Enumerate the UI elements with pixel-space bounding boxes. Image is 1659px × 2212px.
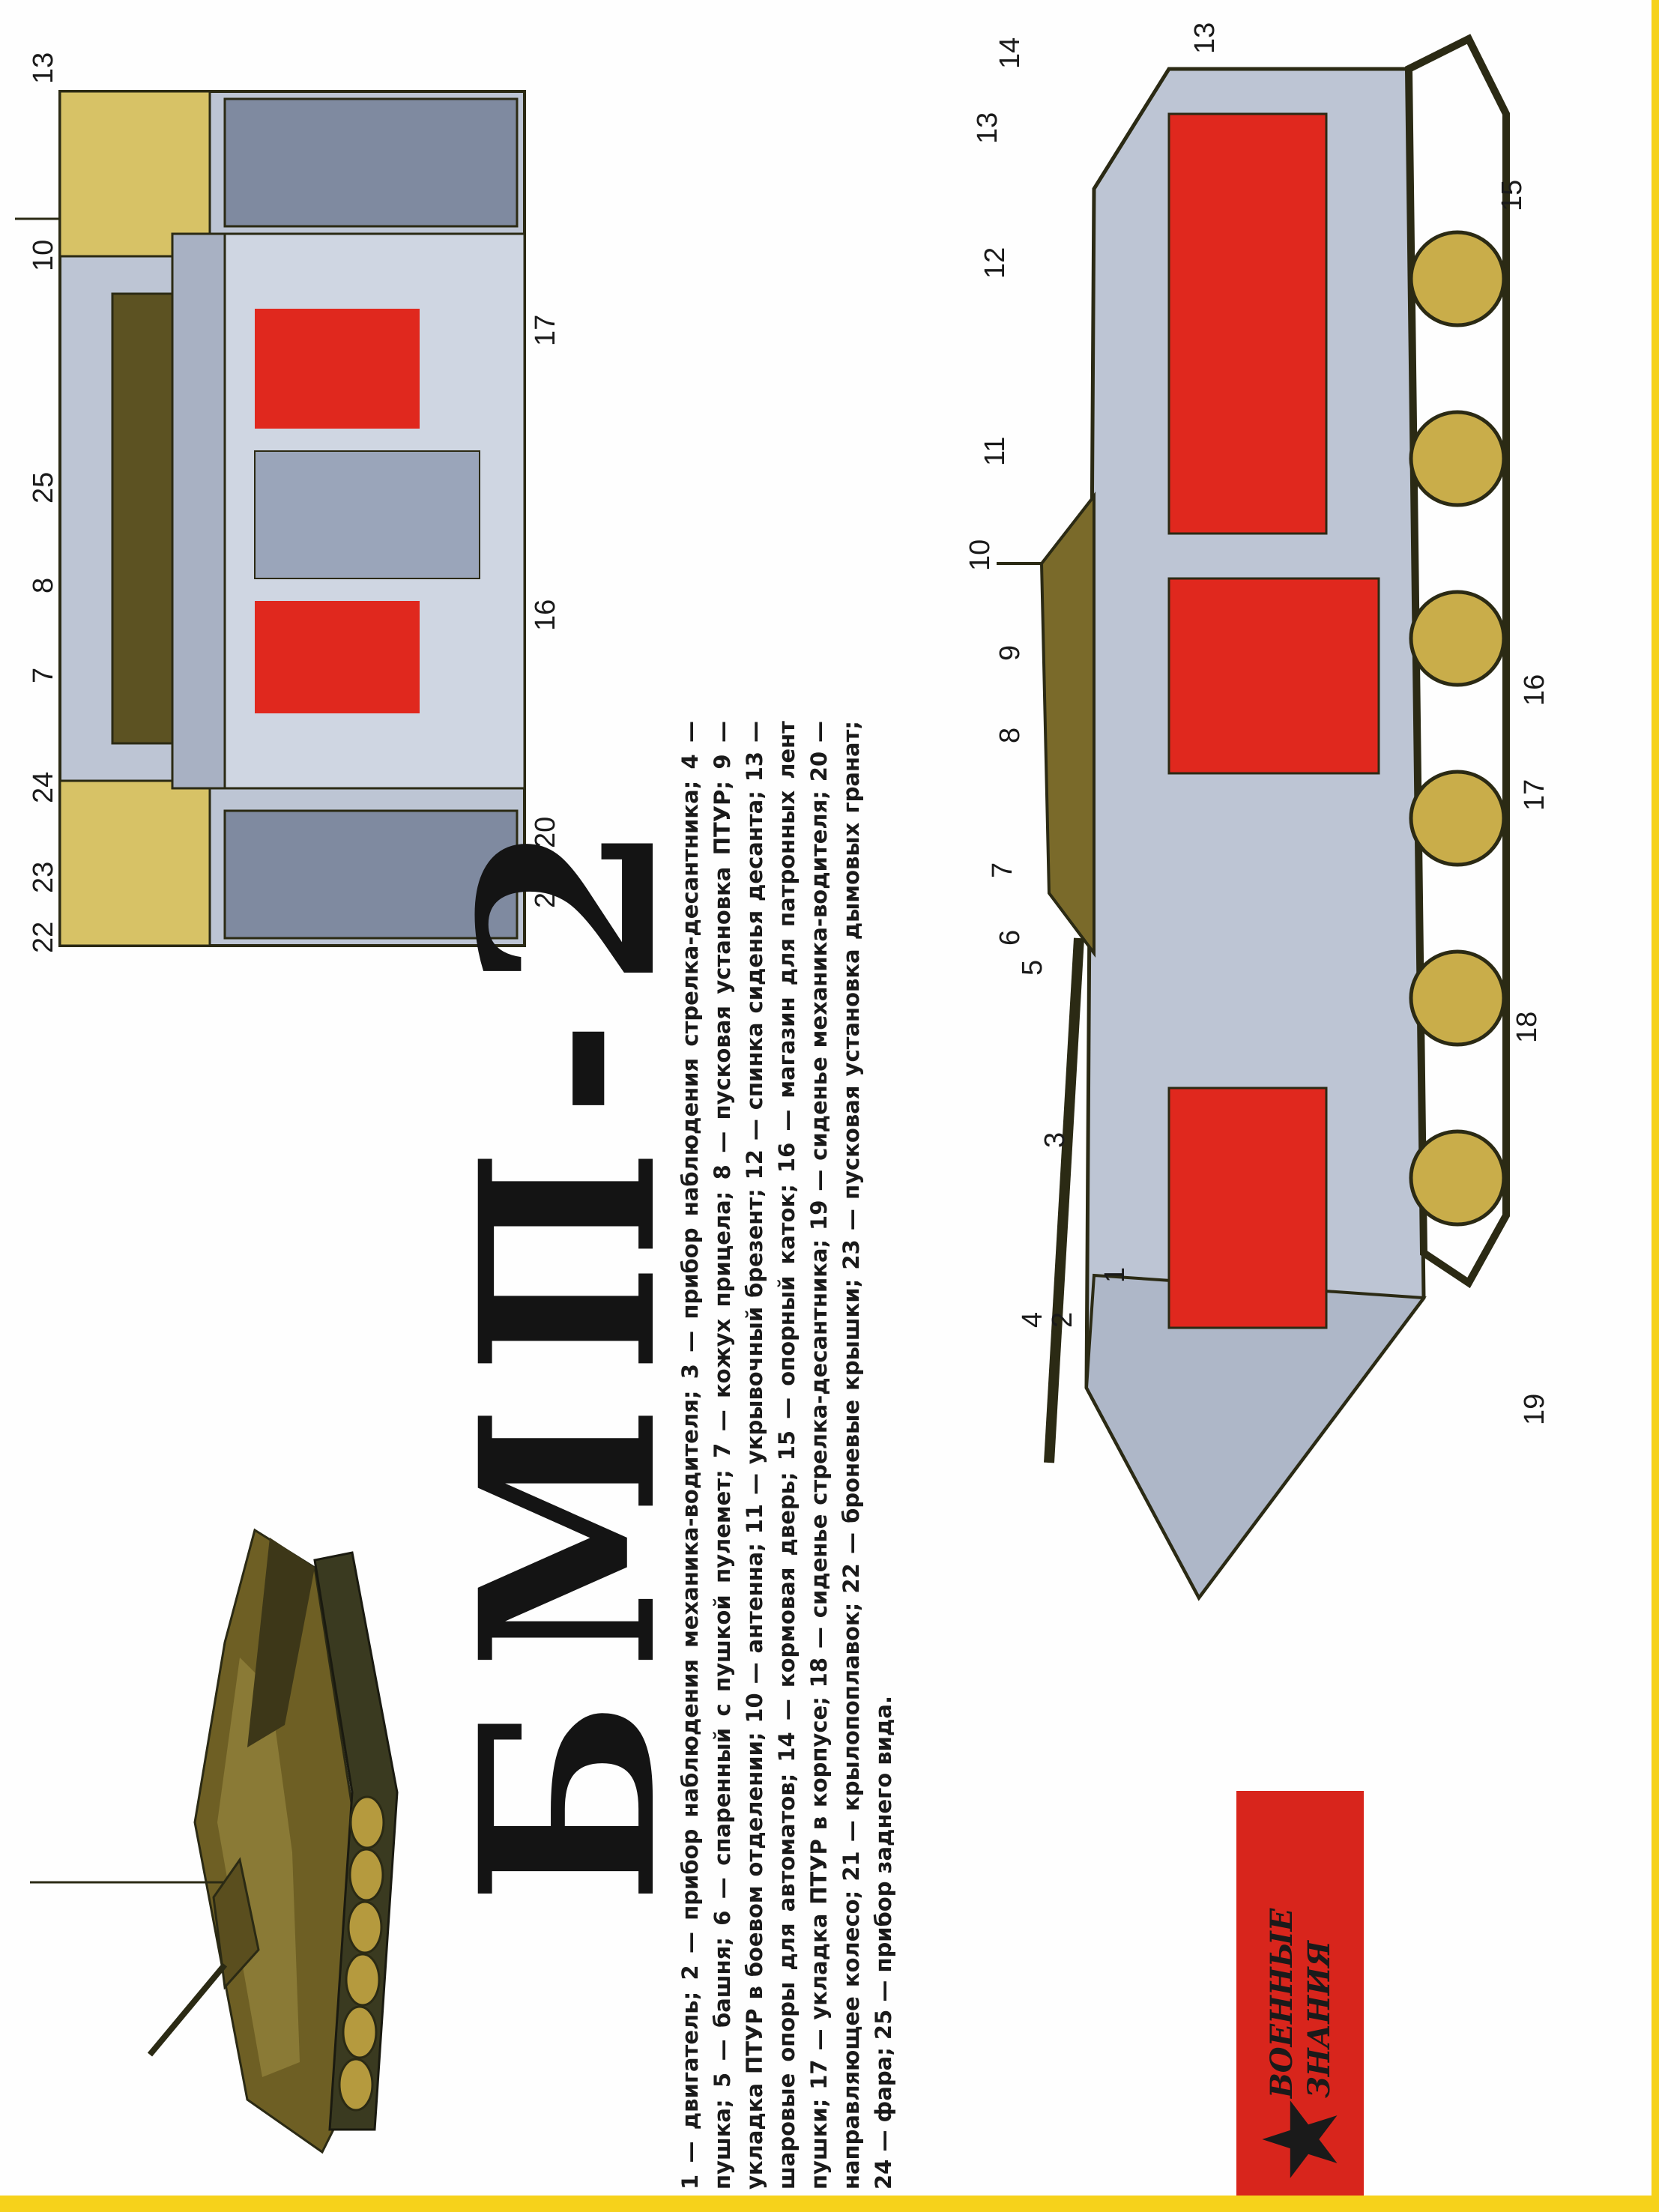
rear-center-stowage xyxy=(254,450,480,579)
perspective-wheel xyxy=(347,1900,383,1954)
rear-deck xyxy=(171,232,226,790)
side-callout-label: 17 xyxy=(1519,779,1550,811)
side-callout-label: 18 xyxy=(1511,1012,1543,1043)
side-callout-label: 4 xyxy=(1017,1312,1048,1328)
side-callout-label: 13 xyxy=(1189,22,1221,54)
side-road-wheel xyxy=(1409,410,1506,507)
rear-section-illustration xyxy=(15,90,526,947)
perspective-wheel xyxy=(338,2058,374,2112)
perspective-wheel xyxy=(342,2005,378,2059)
rear-callout-label: 23 xyxy=(28,862,59,893)
side-callout-label: 14 xyxy=(994,37,1026,69)
side-callout-label: 12 xyxy=(979,247,1011,279)
rear-seat-right xyxy=(255,309,420,429)
rear-callout-label: 8 xyxy=(28,578,59,593)
yellow-frame-right xyxy=(1652,0,1659,2212)
perspective-view-illustration xyxy=(30,1528,399,2154)
side-callout-label: 10 xyxy=(964,540,996,571)
rear-callout-label: 21 xyxy=(530,877,561,908)
side-front-glacis xyxy=(1084,1273,1427,1601)
rear-track-left xyxy=(223,809,519,940)
rear-track-right xyxy=(223,97,519,228)
rear-callout-label: 7 xyxy=(28,668,59,683)
side-gun-barrel xyxy=(1044,937,1084,1463)
rear-callout-label: 16 xyxy=(530,599,561,631)
rear-callout-label: 13 xyxy=(28,52,59,84)
side-callout-label: 6 xyxy=(994,930,1026,946)
perspective-turret xyxy=(212,1857,260,1990)
rear-seat-left xyxy=(255,601,420,713)
side-turret xyxy=(1039,492,1096,958)
side-road-wheel xyxy=(1409,949,1506,1047)
side-callout-label: 7 xyxy=(987,862,1018,878)
side-callout-label: 5 xyxy=(1017,960,1048,976)
side-troop-compartment-stowage xyxy=(1167,112,1328,535)
perspective-front-slope xyxy=(247,1538,315,1747)
side-road-wheel xyxy=(1409,1129,1506,1227)
rear-callout-label: 25 xyxy=(28,472,59,504)
side-callout-label: 19 xyxy=(1519,1394,1550,1425)
side-callout-label: 2 xyxy=(1047,1312,1078,1328)
side-callout-label: 16 xyxy=(1519,674,1550,706)
side-callout-label: 8 xyxy=(994,728,1026,743)
rear-callout-label: 20 xyxy=(530,817,561,848)
rear-callout-label: 22 xyxy=(28,922,59,953)
side-road-wheel xyxy=(1409,770,1506,867)
side-callout-label: 3 xyxy=(1039,1132,1071,1148)
side-callout-label: 13 xyxy=(972,112,1003,144)
side-cutaway-illustration xyxy=(997,34,1510,1601)
rear-fender-left xyxy=(58,779,211,947)
rear-view-callouts: 7 8 10 13 16 17 20 21 22 23 24 25 xyxy=(28,52,561,953)
yellow-frame-bottom xyxy=(0,2196,1659,2212)
rear-callout-label: 24 xyxy=(28,772,59,803)
side-road-wheels xyxy=(1409,230,1506,1227)
perspective-upper-deck xyxy=(217,1658,300,2077)
side-track xyxy=(1404,34,1510,1289)
side-callout-label: 15 xyxy=(1496,180,1528,211)
star-icon xyxy=(1262,2100,1338,2178)
rear-roof-canvas xyxy=(111,292,174,745)
rear-fender-right xyxy=(58,90,211,258)
rear-callout-label: 10 xyxy=(28,240,59,271)
perspective-gun-barrel xyxy=(147,1962,228,2057)
publisher-logo-text: Военные знания xyxy=(1264,1908,1337,2098)
side-callout-label: 1 xyxy=(1099,1267,1131,1283)
rear-callout-label: 17 xyxy=(530,315,561,346)
perspective-wheel xyxy=(345,1953,381,2007)
side-engine xyxy=(1167,1087,1328,1329)
publisher-badge: Военные знания xyxy=(1236,1791,1364,2196)
side-road-wheel xyxy=(1409,230,1506,327)
poster-title: БМП-2 xyxy=(429,791,710,1905)
side-view-callouts: 1 2 3 4 5 6 7 8 9 10 11 12 13 13 14 15 1… xyxy=(964,22,1550,1425)
perspective-wheel xyxy=(348,1848,384,1902)
perspective-road-wheels xyxy=(338,1795,385,2112)
legend-caption: 1 — двигатель; 2 — прибор наблюдения мех… xyxy=(677,721,896,2190)
side-callout-label: 11 xyxy=(979,437,1011,466)
side-callout-label: 9 xyxy=(994,645,1026,661)
side-fighting-compartment-stowage xyxy=(1167,577,1380,775)
side-road-wheel xyxy=(1409,590,1506,687)
perspective-wheel xyxy=(349,1795,385,1849)
